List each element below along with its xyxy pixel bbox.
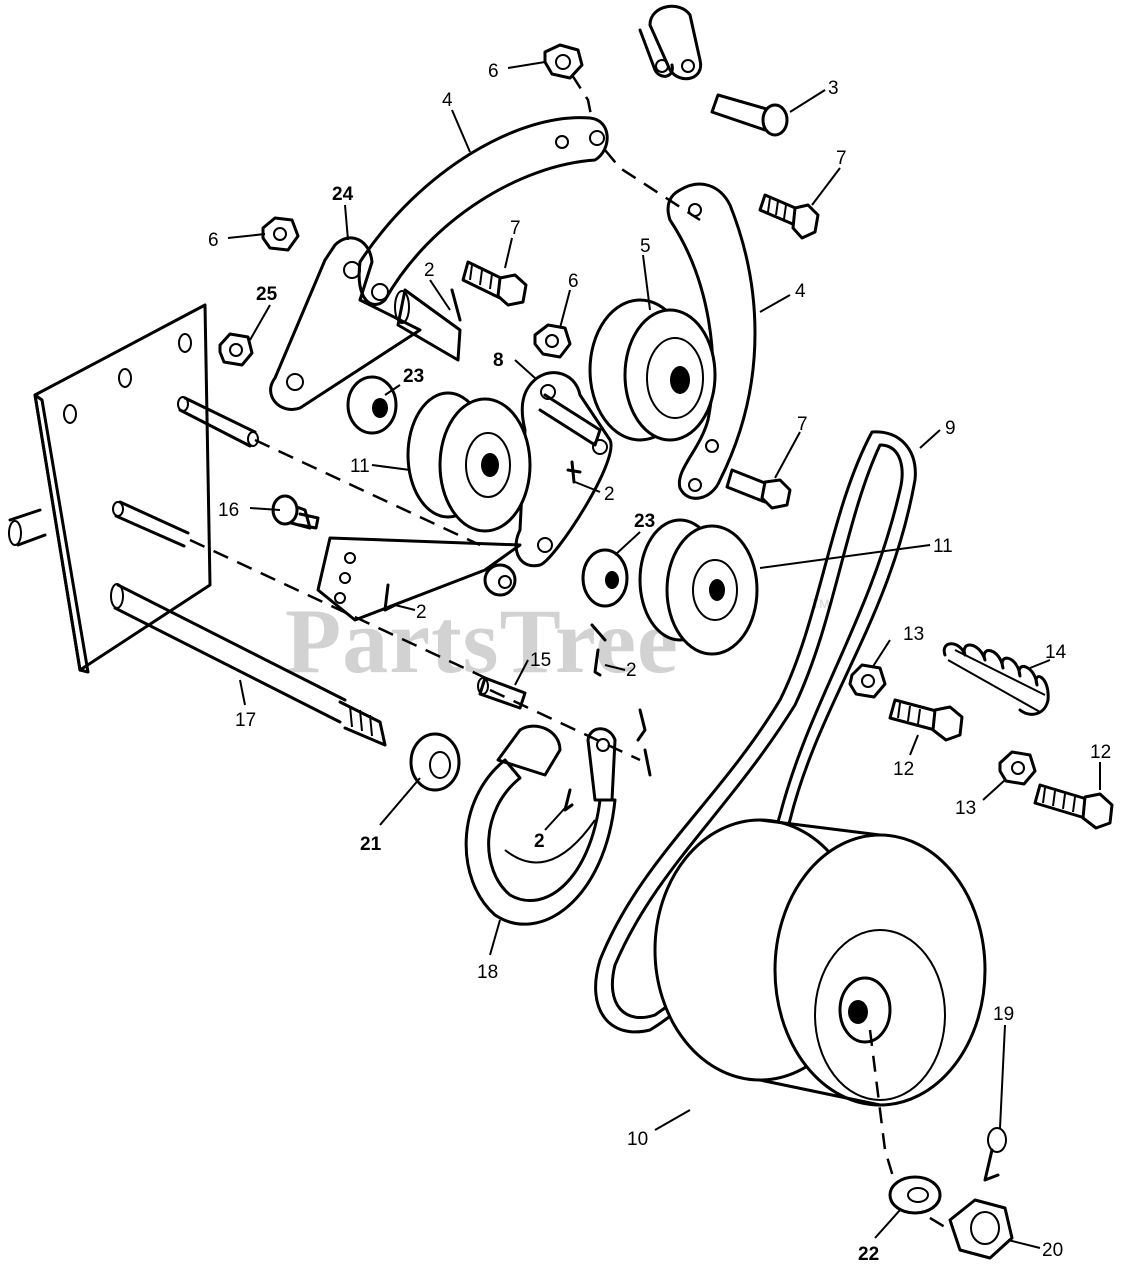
cotter-pin-19 bbox=[983, 1127, 1007, 1182]
callout-14: 14 bbox=[1045, 642, 1067, 663]
callout-2-band: 2 bbox=[534, 831, 545, 852]
nut-13-lower bbox=[998, 750, 1037, 786]
mounting-plate bbox=[8, 303, 212, 674]
callout-2-pin: 2 bbox=[626, 660, 637, 681]
callout-19: 19 bbox=[993, 1004, 1014, 1025]
callout-12-lower: 12 bbox=[1090, 742, 1111, 763]
callout-25: 25 bbox=[256, 284, 278, 305]
callout-8: 8 bbox=[493, 350, 504, 371]
bracket-8 bbox=[514, 371, 613, 568]
callout-18: 18 bbox=[477, 962, 498, 983]
callout-4-right: 4 bbox=[795, 281, 806, 302]
pulley-5 bbox=[588, 298, 717, 442]
nut-13-upper bbox=[848, 663, 887, 699]
pulley-11-upper bbox=[406, 391, 532, 533]
bolt-7-top bbox=[758, 193, 820, 240]
v-belt-9 bbox=[594, 430, 917, 1034]
callout-17: 17 bbox=[235, 710, 256, 731]
callout-6-middle: 6 bbox=[568, 271, 579, 292]
nut-25 bbox=[218, 332, 254, 367]
clevis-pin-3 bbox=[710, 93, 789, 137]
callout-11-lower: 11 bbox=[933, 536, 953, 557]
callout-23-lower: 23 bbox=[634, 511, 655, 532]
bolt-7-right bbox=[725, 468, 792, 510]
pin bbox=[394, 288, 462, 362]
pulley-11-lower bbox=[638, 518, 759, 656]
callout-15: 15 bbox=[530, 650, 551, 671]
callout-7-right: 7 bbox=[797, 414, 808, 435]
callout-12-upper: 12 bbox=[893, 759, 914, 780]
washer-22 bbox=[888, 1175, 942, 1215]
castle-nut-20 bbox=[948, 1198, 1014, 1260]
callout-7-middle: 7 bbox=[510, 218, 521, 239]
callout-4-upper: 4 bbox=[442, 90, 453, 111]
callout-6-top: 6 bbox=[488, 61, 499, 82]
spacer-23-lower bbox=[581, 548, 629, 608]
callout-22: 22 bbox=[858, 1244, 879, 1265]
idler-arm-right bbox=[604, 149, 757, 500]
callout-23-upper: 23 bbox=[403, 366, 424, 387]
clevis-link bbox=[638, 4, 703, 81]
bracket-24 bbox=[269, 236, 422, 411]
bushing bbox=[483, 563, 517, 597]
callout-13-lower: 13 bbox=[955, 798, 976, 819]
spacer-16 bbox=[271, 494, 320, 530]
callout-11-upper: 11 bbox=[350, 456, 370, 477]
spacer-23-upper bbox=[346, 375, 398, 435]
bolt-12-upper bbox=[888, 698, 964, 742]
cotter-pins bbox=[383, 288, 652, 812]
spring-14 bbox=[942, 642, 1050, 716]
callout-7-top: 7 bbox=[836, 148, 847, 169]
nut-6-top bbox=[543, 43, 594, 121]
callout-20: 20 bbox=[1042, 1240, 1063, 1261]
callout-16: 16 bbox=[218, 500, 239, 521]
idler-arm-upper bbox=[357, 116, 609, 306]
bolt-12-lower bbox=[1033, 783, 1114, 830]
shaft-rods bbox=[110, 396, 641, 762]
callout-2-top: 2 bbox=[424, 260, 435, 281]
washer-21 bbox=[409, 732, 461, 792]
callout-5: 5 bbox=[640, 236, 651, 257]
callout-13-upper: 13 bbox=[903, 624, 924, 645]
callout-2-arm: 2 bbox=[416, 602, 427, 623]
callouts: 6 4 3 7 24 6 7 2 5 6 4 25 8 23 9 7 11 2 … bbox=[208, 61, 1111, 1265]
brake-arm bbox=[316, 536, 522, 622]
callout-21: 21 bbox=[360, 834, 382, 855]
leader-lines bbox=[227, 61, 1101, 1249]
brake-band-18 bbox=[464, 724, 617, 926]
callout-10: 10 bbox=[627, 1129, 648, 1150]
pin-15 bbox=[477, 676, 527, 710]
wheel-10 bbox=[653, 818, 987, 1232]
callout-9: 9 bbox=[945, 418, 956, 439]
callout-3: 3 bbox=[828, 78, 839, 99]
callout-24: 24 bbox=[332, 184, 354, 205]
callout-6-left: 6 bbox=[208, 230, 219, 251]
nut-6-left bbox=[261, 216, 300, 252]
bolt-7-middle bbox=[461, 260, 528, 307]
nut-6-middle bbox=[533, 323, 572, 359]
callout-2-bracket: 2 bbox=[604, 484, 615, 505]
